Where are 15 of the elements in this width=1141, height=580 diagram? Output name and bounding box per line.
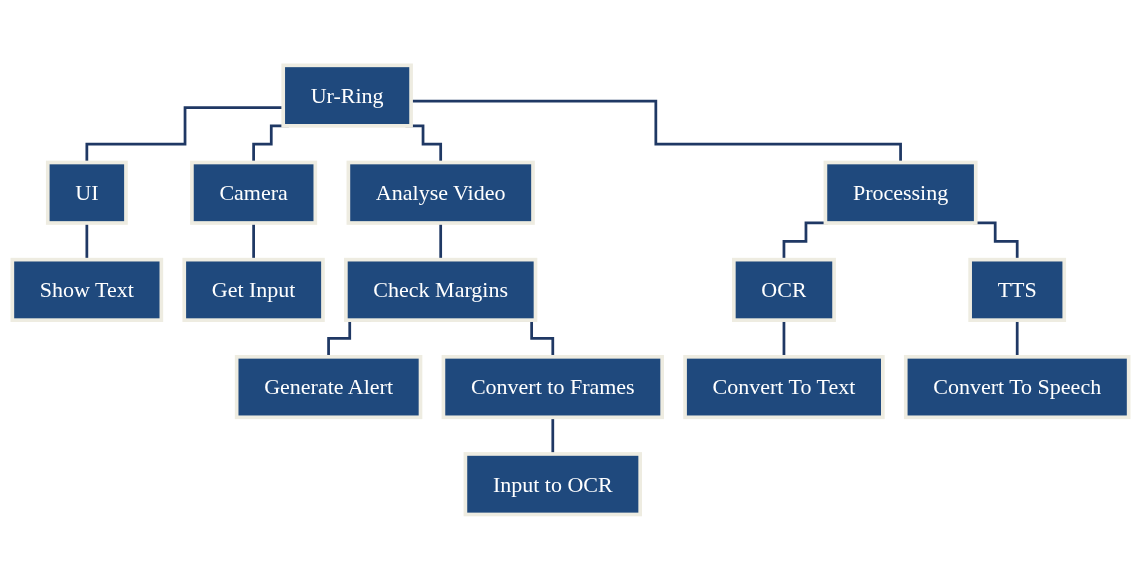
node-box: Convert To Speech — [903, 355, 1131, 420]
node-box: OCR — [732, 257, 836, 323]
node-box: Analyse Video — [346, 160, 535, 225]
node-box: Convert to Frames — [441, 355, 664, 420]
node-box: Convert To Text — [683, 355, 885, 420]
node-box: Input to OCR — [463, 452, 642, 517]
node-box: TTS — [968, 257, 1067, 323]
node-box: Generate Alert — [234, 355, 423, 420]
node-box: Ur-Ring — [281, 63, 413, 128]
node-box: Processing — [823, 160, 978, 225]
node-box: Camera — [190, 160, 318, 225]
node-box: UI — [45, 160, 128, 225]
node-box: Check Margins — [344, 257, 538, 323]
node-box: Get Input — [182, 257, 325, 323]
node-box: Show Text — [10, 257, 164, 323]
